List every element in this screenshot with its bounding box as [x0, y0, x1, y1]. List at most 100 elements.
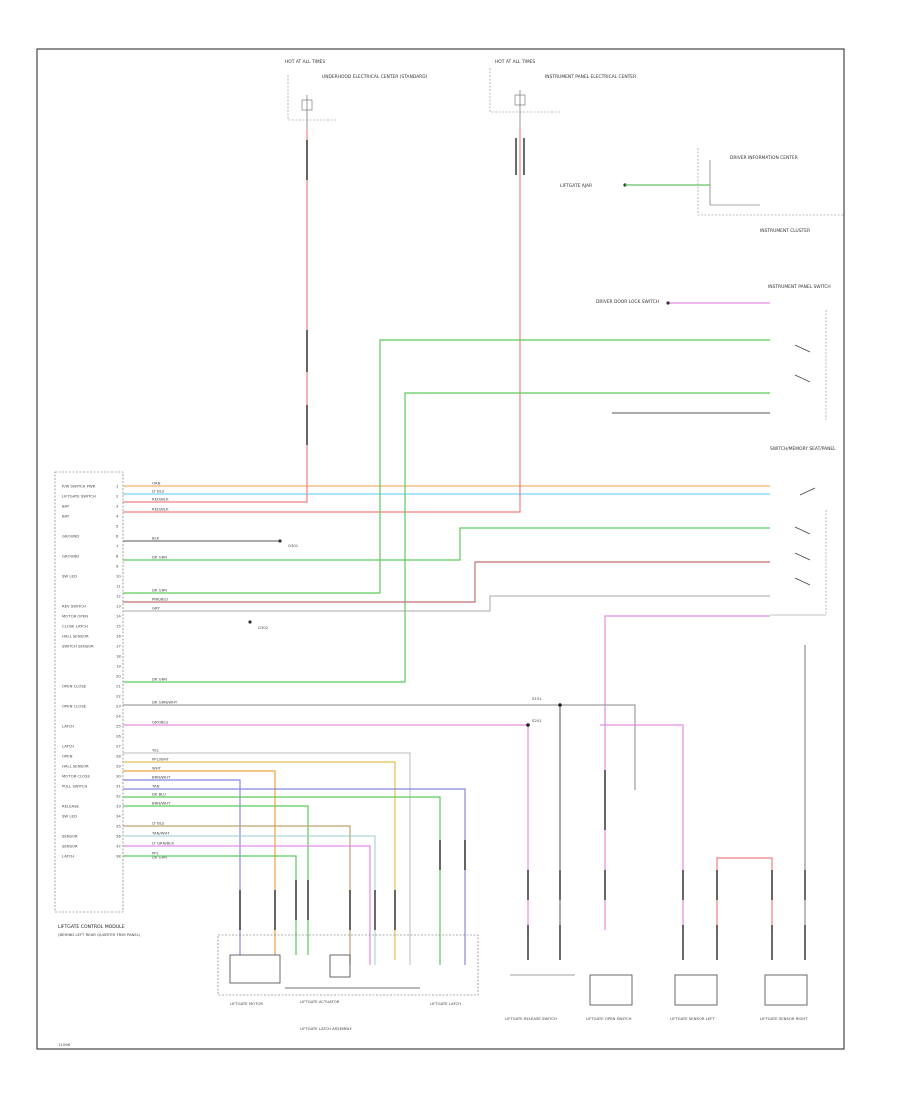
module-pin-number: 25	[116, 724, 121, 729]
module-pin-label: LIFTGATE SWITCH	[62, 494, 96, 499]
splice-dot	[526, 723, 530, 727]
module-pin-number: 30	[116, 774, 121, 779]
component-label: LIFTGATE SENSOR LEFT	[670, 1016, 715, 1021]
module-pin-number: 9	[116, 564, 119, 569]
module-pin-number: 13	[116, 604, 121, 609]
module-pin-number: 8	[116, 554, 119, 559]
fuse-mid: HOT AT ALL TIMES INSTRUMENT PANEL ELECTR…	[489, 59, 636, 128]
module-pin-label: SENSOR	[62, 844, 78, 849]
module-pin-number: 19	[116, 664, 121, 669]
splice-dot	[558, 703, 562, 707]
wire-grey-3	[123, 752, 411, 965]
module-pin-number: 33	[116, 804, 121, 809]
wire-color-label: GRY	[152, 606, 160, 611]
wire-color-label: LT BLU	[152, 489, 165, 494]
component-label: LIFTGATE OPEN SWITCH	[586, 1016, 632, 1021]
instrument-cluster: DRIVER INFORMATION CENTER INSTRUMENT CLU…	[560, 148, 845, 234]
ground1-label: G301	[288, 543, 299, 548]
wire-color-label: RED/BLK	[152, 497, 169, 502]
module-pin-label: SENSOR	[62, 834, 78, 839]
module-pin-label: REV SWITCH	[62, 604, 86, 609]
assembly-label: LIFTGATE LATCH ASSEMBLY	[300, 1026, 352, 1031]
wire-color-label: DK GRN/WHT	[152, 700, 178, 705]
component-label: LIFTGATE MOTOR	[230, 1001, 263, 1006]
module-pin-label: LATCH	[62, 744, 74, 749]
module-sub: (BEHIND LEFT REAR QUARTER TRIM PANEL)	[58, 932, 141, 937]
wire-color-label: DK BLU	[152, 792, 166, 797]
fuse-left-desc: UNDERHOOD ELECTRICAL CENTER (STANDARD)	[322, 74, 428, 80]
wire-green-6	[123, 855, 297, 955]
module-pin-number: 26	[116, 734, 121, 739]
fuse-mid-label: HOT AT ALL TIMES	[495, 59, 535, 65]
wire-orange-2	[123, 770, 276, 955]
component-label: LIFTGATE SENSOR RIGHT	[760, 1016, 808, 1021]
module-pin-number: 12	[116, 594, 121, 599]
right-switch-contacts	[794, 344, 816, 586]
wire-green-5	[123, 805, 309, 955]
wire-color-label: BRN/WHT	[152, 775, 171, 780]
door-lock-switch-ref: INSTRUMENT PANEL SWITCH	[768, 284, 831, 290]
page-code: 11096	[58, 1042, 71, 1047]
module-pin-label: OPEN CLOSE	[62, 684, 87, 689]
switch-block: SWITCH/MEMORY SEAT/PANEL	[770, 446, 836, 616]
module-pin-label: HALL SENSOR	[62, 634, 89, 639]
splice1-label: S151	[532, 696, 542, 701]
module-pin-number: 20	[116, 674, 121, 679]
wire-green-1	[123, 527, 770, 561]
module-pin-number: 3	[116, 504, 119, 509]
wire-grey-2	[123, 704, 636, 790]
module-pin-label: MOTOR CLOSE	[62, 774, 90, 779]
door-lock-switch-label: DRIVER DOOR LOCK SWITCH	[596, 299, 659, 305]
instrument-cluster-desc: DRIVER INFORMATION CENTER	[730, 155, 798, 161]
module-pin-number: 1	[116, 484, 119, 489]
switch-block-label: SWITCH/MEMORY SEAT/PANEL	[770, 446, 836, 452]
wire-pink-3	[600, 724, 684, 930]
module-pin-number: 7	[116, 544, 119, 549]
module-pin-label: OPEN CLOSE	[62, 704, 87, 709]
wire-color-label: PNK/BLU	[152, 597, 168, 602]
wire-grey-1	[123, 595, 770, 612]
module-pin-number: 38	[116, 854, 121, 859]
wire-color-label: PPL	[152, 851, 160, 856]
component-label: LIFTGATE LATCH	[430, 1001, 461, 1006]
wire-color-label: GRY/BLU	[152, 720, 168, 725]
wire-color-label: DK GRN	[152, 855, 167, 860]
wire-color-label: DK GRN	[152, 588, 167, 593]
fuse-left: HOT AT ALL TIMES UNDERHOOD ELECTRICAL CE…	[285, 59, 428, 130]
wire-color-label: BLK	[152, 536, 160, 541]
instrument-cluster-label: INSTRUMENT CLUSTER	[760, 228, 810, 234]
component-label: LIFTGATE RELEASE SWITCH	[505, 1016, 557, 1021]
module-pin-number: 11	[116, 584, 121, 589]
module-pin-number: 28	[116, 754, 121, 759]
diagram-border	[36, 48, 845, 1050]
module-pin-number: 18	[116, 654, 121, 659]
ground-dot	[248, 620, 252, 624]
module-pin-number: 29	[116, 764, 121, 769]
bottom-components: LIFTGATE MOTOR LIFTGATE ACTUATOR LIFTGAT…	[217, 934, 808, 1031]
module-pin-number: 2	[116, 494, 119, 499]
wire-green-2	[123, 339, 770, 594]
wire-red-2	[123, 128, 521, 513]
wire-green-3	[123, 392, 770, 683]
module-pin-label: HALL SENSOR	[62, 764, 89, 769]
wire-color-label: WHT	[152, 766, 162, 771]
module-pin-number: 5	[116, 524, 119, 529]
wire-color-label: DK GRN	[152, 555, 167, 560]
module-pin-label: LATCH	[62, 854, 74, 859]
module-pin-number: 14	[116, 614, 121, 619]
module-pin-label: RELEASE	[62, 804, 80, 809]
ground-dot	[278, 539, 282, 543]
wire-pinkbrown	[123, 561, 770, 603]
wire-blue-2	[123, 788, 466, 965]
splice2-label: S201	[532, 718, 542, 723]
wire-color-label: RED/BLK	[152, 507, 169, 512]
wire-color-label: LT BLU	[152, 821, 165, 826]
instrument-cluster-sub: LIFTGATE AJAR	[560, 183, 592, 189]
wire-color-label: DK GRN	[152, 677, 167, 682]
wire-red-loop	[716, 857, 773, 930]
wire-color-label: BRN/WHT	[152, 801, 171, 806]
module-pin-label: SW LED	[62, 574, 77, 579]
module-pin-label: P/W SWITCH PWR	[62, 484, 96, 489]
module-pin-label: SW LED	[62, 814, 77, 819]
liftgate-control-module: LIFTGATE CONTROL MODULE (BEHIND LEFT REA…	[54, 471, 141, 1047]
